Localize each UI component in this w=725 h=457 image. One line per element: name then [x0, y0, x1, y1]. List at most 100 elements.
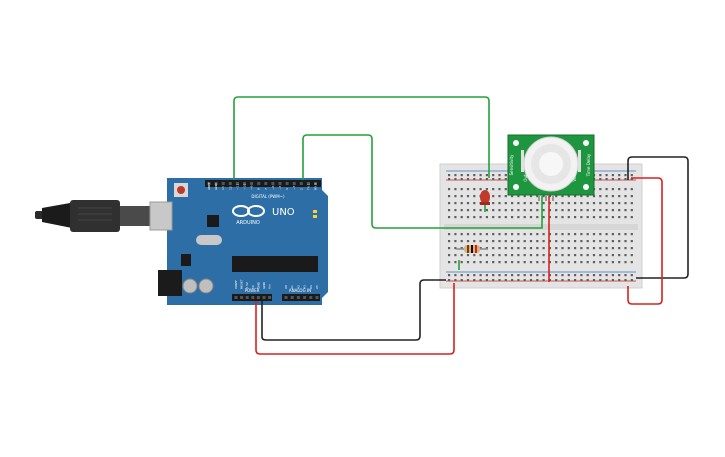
breadboard-hole[interactable]	[536, 274, 539, 277]
breadboard-hole[interactable]	[529, 279, 533, 282]
breadboard-hole[interactable]	[536, 254, 539, 257]
power-pin-hole[interactable]	[268, 296, 272, 299]
breadboard-hole[interactable]	[460, 209, 463, 212]
breadboard-hole[interactable]	[618, 240, 621, 243]
breadboard-hole[interactable]	[498, 209, 501, 212]
breadboard-hole[interactable]	[599, 274, 602, 277]
digital-pin-hole[interactable]	[292, 182, 296, 185]
breadboard-hole[interactable]	[448, 174, 451, 177]
resistor[interactable]	[456, 245, 488, 253]
breadboard-hole[interactable]	[574, 240, 577, 243]
breadboard-hole[interactable]	[618, 202, 621, 205]
breadboard-hole[interactable]	[504, 195, 507, 198]
breadboard-hole[interactable]	[517, 254, 520, 257]
breadboard-hole[interactable]	[454, 216, 457, 219]
breadboard-hole[interactable]	[567, 216, 570, 219]
breadboard-hole[interactable]	[542, 202, 545, 205]
breadboard-hole[interactable]	[466, 279, 470, 282]
breadboard-hole[interactable]	[523, 279, 526, 282]
breadboard-hole[interactable]	[492, 216, 495, 219]
breadboard-hole[interactable]	[498, 247, 501, 250]
breadboard-hole[interactable]	[618, 233, 621, 236]
breadboard-hole[interactable]	[466, 216, 470, 219]
breadboard-hole[interactable]	[605, 178, 608, 181]
breadboard-hole[interactable]	[548, 279, 551, 282]
breadboard-hole[interactable]	[586, 195, 589, 198]
breadboard-hole[interactable]	[473, 174, 476, 177]
breadboard-hole[interactable]	[561, 254, 564, 257]
breadboard-hole[interactable]	[523, 261, 526, 264]
breadboard-hole[interactable]	[567, 209, 570, 212]
breadboard-hole[interactable]	[624, 188, 627, 191]
breadboard-hole[interactable]	[630, 188, 633, 191]
breadboard-hole[interactable]	[599, 254, 602, 257]
breadboard-hole[interactable]	[624, 216, 627, 219]
digital-pin-hole[interactable]	[221, 182, 225, 185]
breadboard-hole[interactable]	[548, 254, 551, 257]
breadboard-hole[interactable]	[548, 209, 551, 212]
breadboard-hole[interactable]	[574, 233, 577, 236]
power-pin-hole[interactable]	[234, 296, 238, 299]
breadboard-hole[interactable]	[498, 233, 501, 236]
breadboard-hole[interactable]	[448, 261, 451, 264]
breadboard-hole[interactable]	[479, 240, 482, 243]
breadboard-hole[interactable]	[611, 174, 614, 177]
breadboard-hole[interactable]	[555, 209, 558, 212]
breadboard-hole[interactable]	[517, 209, 520, 212]
breadboard-hole[interactable]	[580, 274, 583, 277]
breadboard-hole[interactable]	[624, 261, 627, 264]
breadboard-hole[interactable]	[542, 247, 545, 250]
breadboard-hole[interactable]	[448, 216, 451, 219]
breadboard-hole[interactable]	[567, 240, 570, 243]
breadboard-hole[interactable]	[454, 202, 457, 205]
power-pin-hole[interactable]	[240, 296, 244, 299]
breadboard-hole[interactable]	[492, 247, 495, 250]
digital-pin-hole[interactable]	[207, 182, 211, 185]
breadboard-hole[interactable]	[599, 216, 602, 219]
breadboard-hole[interactable]	[605, 209, 608, 212]
breadboard-hole[interactable]	[504, 254, 507, 257]
breadboard-hole[interactable]	[574, 195, 577, 198]
breadboard-hole[interactable]	[454, 240, 457, 243]
breadboard-hole[interactable]	[504, 178, 507, 181]
breadboard-hole[interactable]	[511, 261, 514, 264]
breadboard-hole[interactable]	[485, 274, 488, 277]
breadboard-hole[interactable]	[599, 279, 602, 282]
breadboard-hole[interactable]	[605, 195, 608, 198]
usb-cable[interactable]	[35, 200, 166, 232]
breadboard-hole[interactable]	[511, 195, 514, 198]
breadboard-hole[interactable]	[473, 254, 476, 257]
breadboard-hole[interactable]	[492, 261, 495, 264]
breadboard-hole[interactable]	[605, 216, 608, 219]
breadboard-hole[interactable]	[574, 247, 577, 250]
breadboard-hole[interactable]	[448, 195, 451, 198]
breadboard-hole[interactable]	[561, 209, 564, 212]
breadboard-hole[interactable]	[529, 240, 533, 243]
breadboard-hole[interactable]	[580, 240, 583, 243]
breadboard-hole[interactable]	[460, 254, 463, 257]
breadboard-hole[interactable]	[592, 247, 596, 250]
breadboard-hole[interactable]	[624, 174, 627, 177]
breadboard-hole[interactable]	[466, 195, 470, 198]
digital-pin-hole[interactable]	[250, 182, 254, 185]
breadboard-hole[interactable]	[580, 195, 583, 198]
breadboard-hole[interactable]	[536, 279, 539, 282]
breadboard-hole[interactable]	[529, 274, 533, 277]
breadboard-hole[interactable]	[555, 195, 558, 198]
breadboard-hole[interactable]	[586, 216, 589, 219]
breadboard-hole[interactable]	[605, 279, 608, 282]
breadboard-hole[interactable]	[611, 240, 614, 243]
breadboard-hole[interactable]	[454, 174, 457, 177]
breadboard-hole[interactable]	[548, 233, 551, 236]
breadboard-hole[interactable]	[485, 247, 488, 250]
analog-pin-hole[interactable]	[296, 296, 300, 299]
breadboard-hole[interactable]	[492, 195, 495, 198]
breadboard-hole[interactable]	[479, 279, 482, 282]
breadboard-hole[interactable]	[454, 195, 457, 198]
breadboard-hole[interactable]	[454, 247, 457, 250]
breadboard-hole[interactable]	[485, 254, 488, 257]
breadboard-hole[interactable]	[466, 240, 470, 243]
breadboard-hole[interactable]	[624, 274, 627, 277]
breadboard-hole[interactable]	[511, 247, 514, 250]
breadboard-hole[interactable]	[498, 216, 501, 219]
